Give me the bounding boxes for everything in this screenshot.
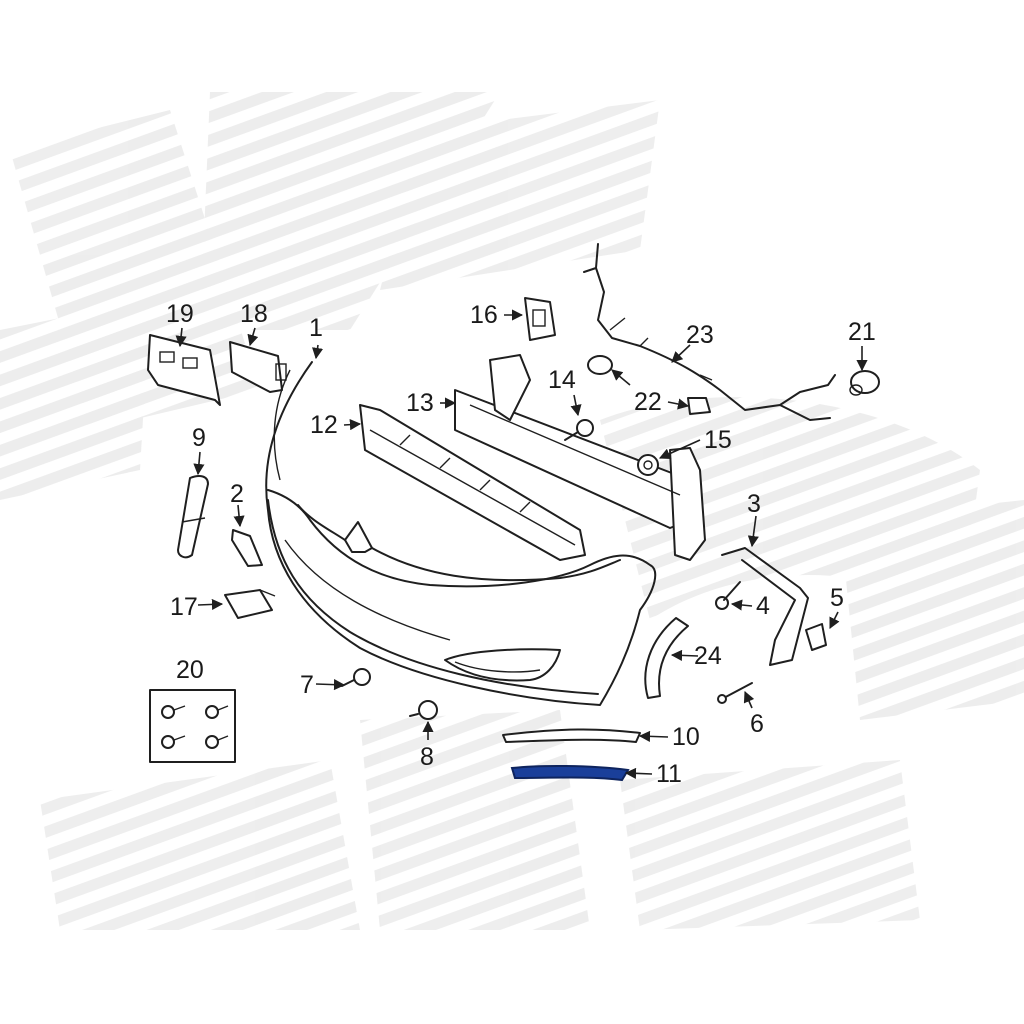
callout-24: 24 [694,642,722,670]
clip-5-part [805,623,827,651]
license-bracket-part [147,334,221,406]
callout-20: 20 [176,656,204,684]
clip-8-part [409,700,438,720]
connector-17-part [224,589,276,619]
callout-15: 15 [704,426,732,454]
callout-5: 5 [830,584,844,612]
sensor-22-part [587,355,711,415]
leader-lines [175,309,868,779]
background-watermark [0,92,1024,930]
callout-16: 16 [470,301,498,329]
lower-strip-10-part [502,728,641,743]
impact-bar-part [454,354,706,561]
bolt-14-part [564,419,594,441]
callout-18: 18 [240,300,268,328]
callout-14: 14 [548,366,576,394]
callout-7: 7 [300,671,314,699]
bolt-7-part [341,668,371,687]
callout-9: 9 [192,424,206,452]
callout-3: 3 [747,490,761,518]
callout-10: 10 [672,723,700,751]
bolt-4-part [715,581,741,610]
bracket-16-part [524,297,556,341]
sensor-21-part [849,370,880,396]
callout-8: 8 [420,743,434,771]
callout-4: 4 [756,592,770,620]
callout-17: 17 [170,593,198,621]
callout-6: 6 [750,710,764,738]
callout-labels: 1 2 3 4 5 6 7 8 9 10 11 12 13 14 15 16 1… [166,300,876,788]
callout-11: 11 [656,760,682,788]
wiring-harness-part [583,243,836,421]
lower-trim-11-part [510,764,630,782]
callout-2: 2 [230,480,244,508]
callout-21: 21 [848,318,876,346]
bumper-cover-part [265,361,657,706]
callout-13: 13 [406,389,434,417]
callout-19: 19 [166,300,194,328]
callout-1: 1 [309,314,323,342]
module-18-part [229,341,287,393]
nut-15-part [637,454,659,476]
callout-12: 12 [310,411,338,439]
plug-2-part [231,529,263,567]
callout-22: 22 [634,388,662,416]
bracket-3-part [721,547,809,666]
emblem-part [177,475,209,559]
molding-24-part [644,617,689,699]
pin-6-part [717,682,753,704]
grille-absorber-part [359,404,586,561]
fastener-kit-part [149,689,236,763]
callout-23: 23 [686,321,714,349]
